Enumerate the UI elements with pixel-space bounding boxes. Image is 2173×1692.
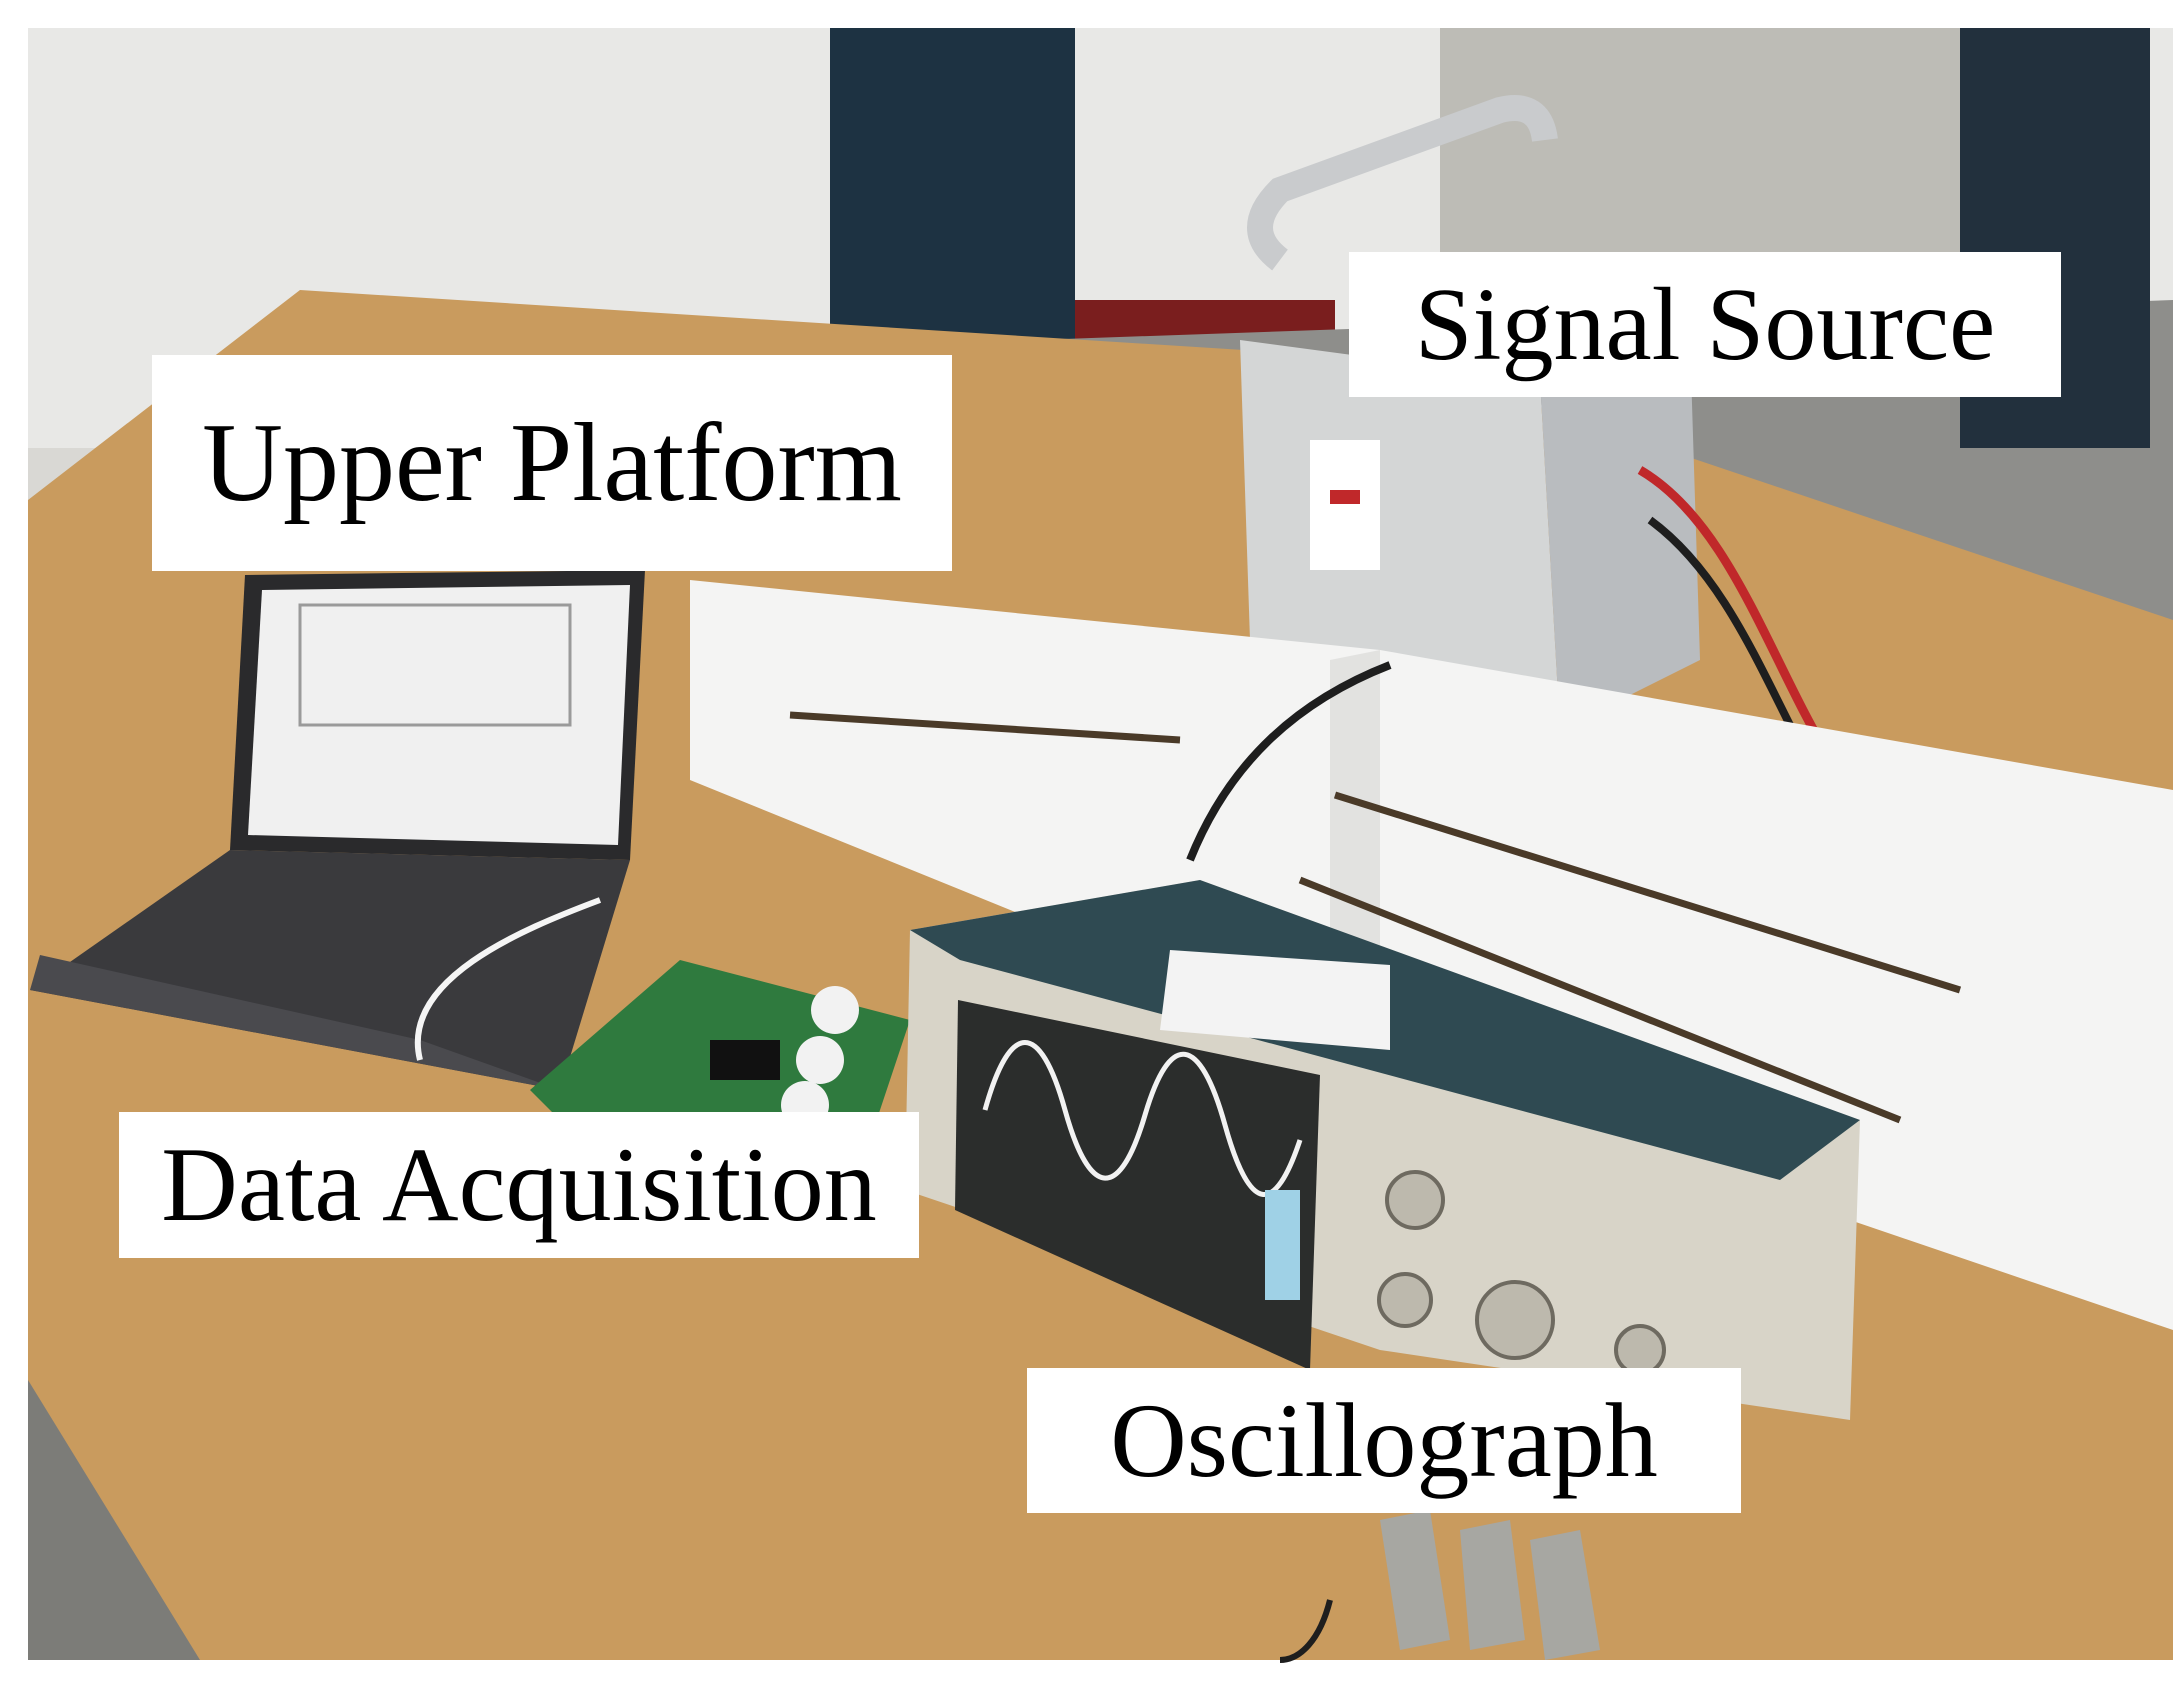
- usb-cable: [414, 897, 602, 1061]
- laptop-screen: [248, 585, 630, 845]
- oscilloscope-probe: [1460, 1520, 1525, 1650]
- background-shelf: [1440, 28, 1960, 258]
- oscilloscope-knob: [1377, 1272, 1433, 1328]
- oscilloscope-knob: [1475, 1280, 1555, 1360]
- board-sensor: [811, 986, 859, 1034]
- bench-edge: [28, 1380, 200, 1660]
- laptop-keyboard: [30, 850, 630, 1090]
- oscilloscope-knob: [1385, 1170, 1445, 1230]
- board-chip: [710, 1040, 780, 1080]
- platform-cable: [1186, 661, 1392, 862]
- platform-slot: [1333, 791, 1962, 994]
- probe-cable: [1279, 1599, 1333, 1663]
- oscilloscope-sticker: [1160, 950, 1390, 1050]
- data-acquisition-label: Data Acquisition: [119, 1112, 919, 1258]
- oscilloscope-waveform: [982, 1040, 1303, 1197]
- signal-source-cabinet: [1240, 340, 1560, 730]
- laptop-palmrest: [30, 955, 560, 1090]
- oscilloscope-knob: [1614, 1324, 1666, 1376]
- oscillograph-label: Oscillograph: [1027, 1368, 1741, 1513]
- signal-source-label: Signal Source: [1349, 252, 2061, 397]
- signal-source-tag: [1310, 440, 1380, 570]
- door: [830, 28, 1075, 420]
- platform-slot: [789, 711, 1181, 744]
- oscilloscope-menu-panel: [1265, 1190, 1300, 1300]
- platform-slot: [1298, 876, 1902, 1124]
- board-sensor: [796, 1036, 844, 1084]
- signal-source-handle: [1247, 95, 1558, 271]
- upper-platform-label: Upper Platform: [152, 355, 952, 571]
- oscilloscope-screen: [955, 1000, 1320, 1370]
- laptop-window: [298, 603, 572, 727]
- signal-source-tag-logo: [1330, 490, 1360, 504]
- signal-source-side: [1540, 340, 1700, 730]
- oscilloscope-probe: [1530, 1530, 1600, 1660]
- oscilloscope-probe: [1380, 1510, 1450, 1650]
- oscilloscope-body: [905, 880, 1860, 1420]
